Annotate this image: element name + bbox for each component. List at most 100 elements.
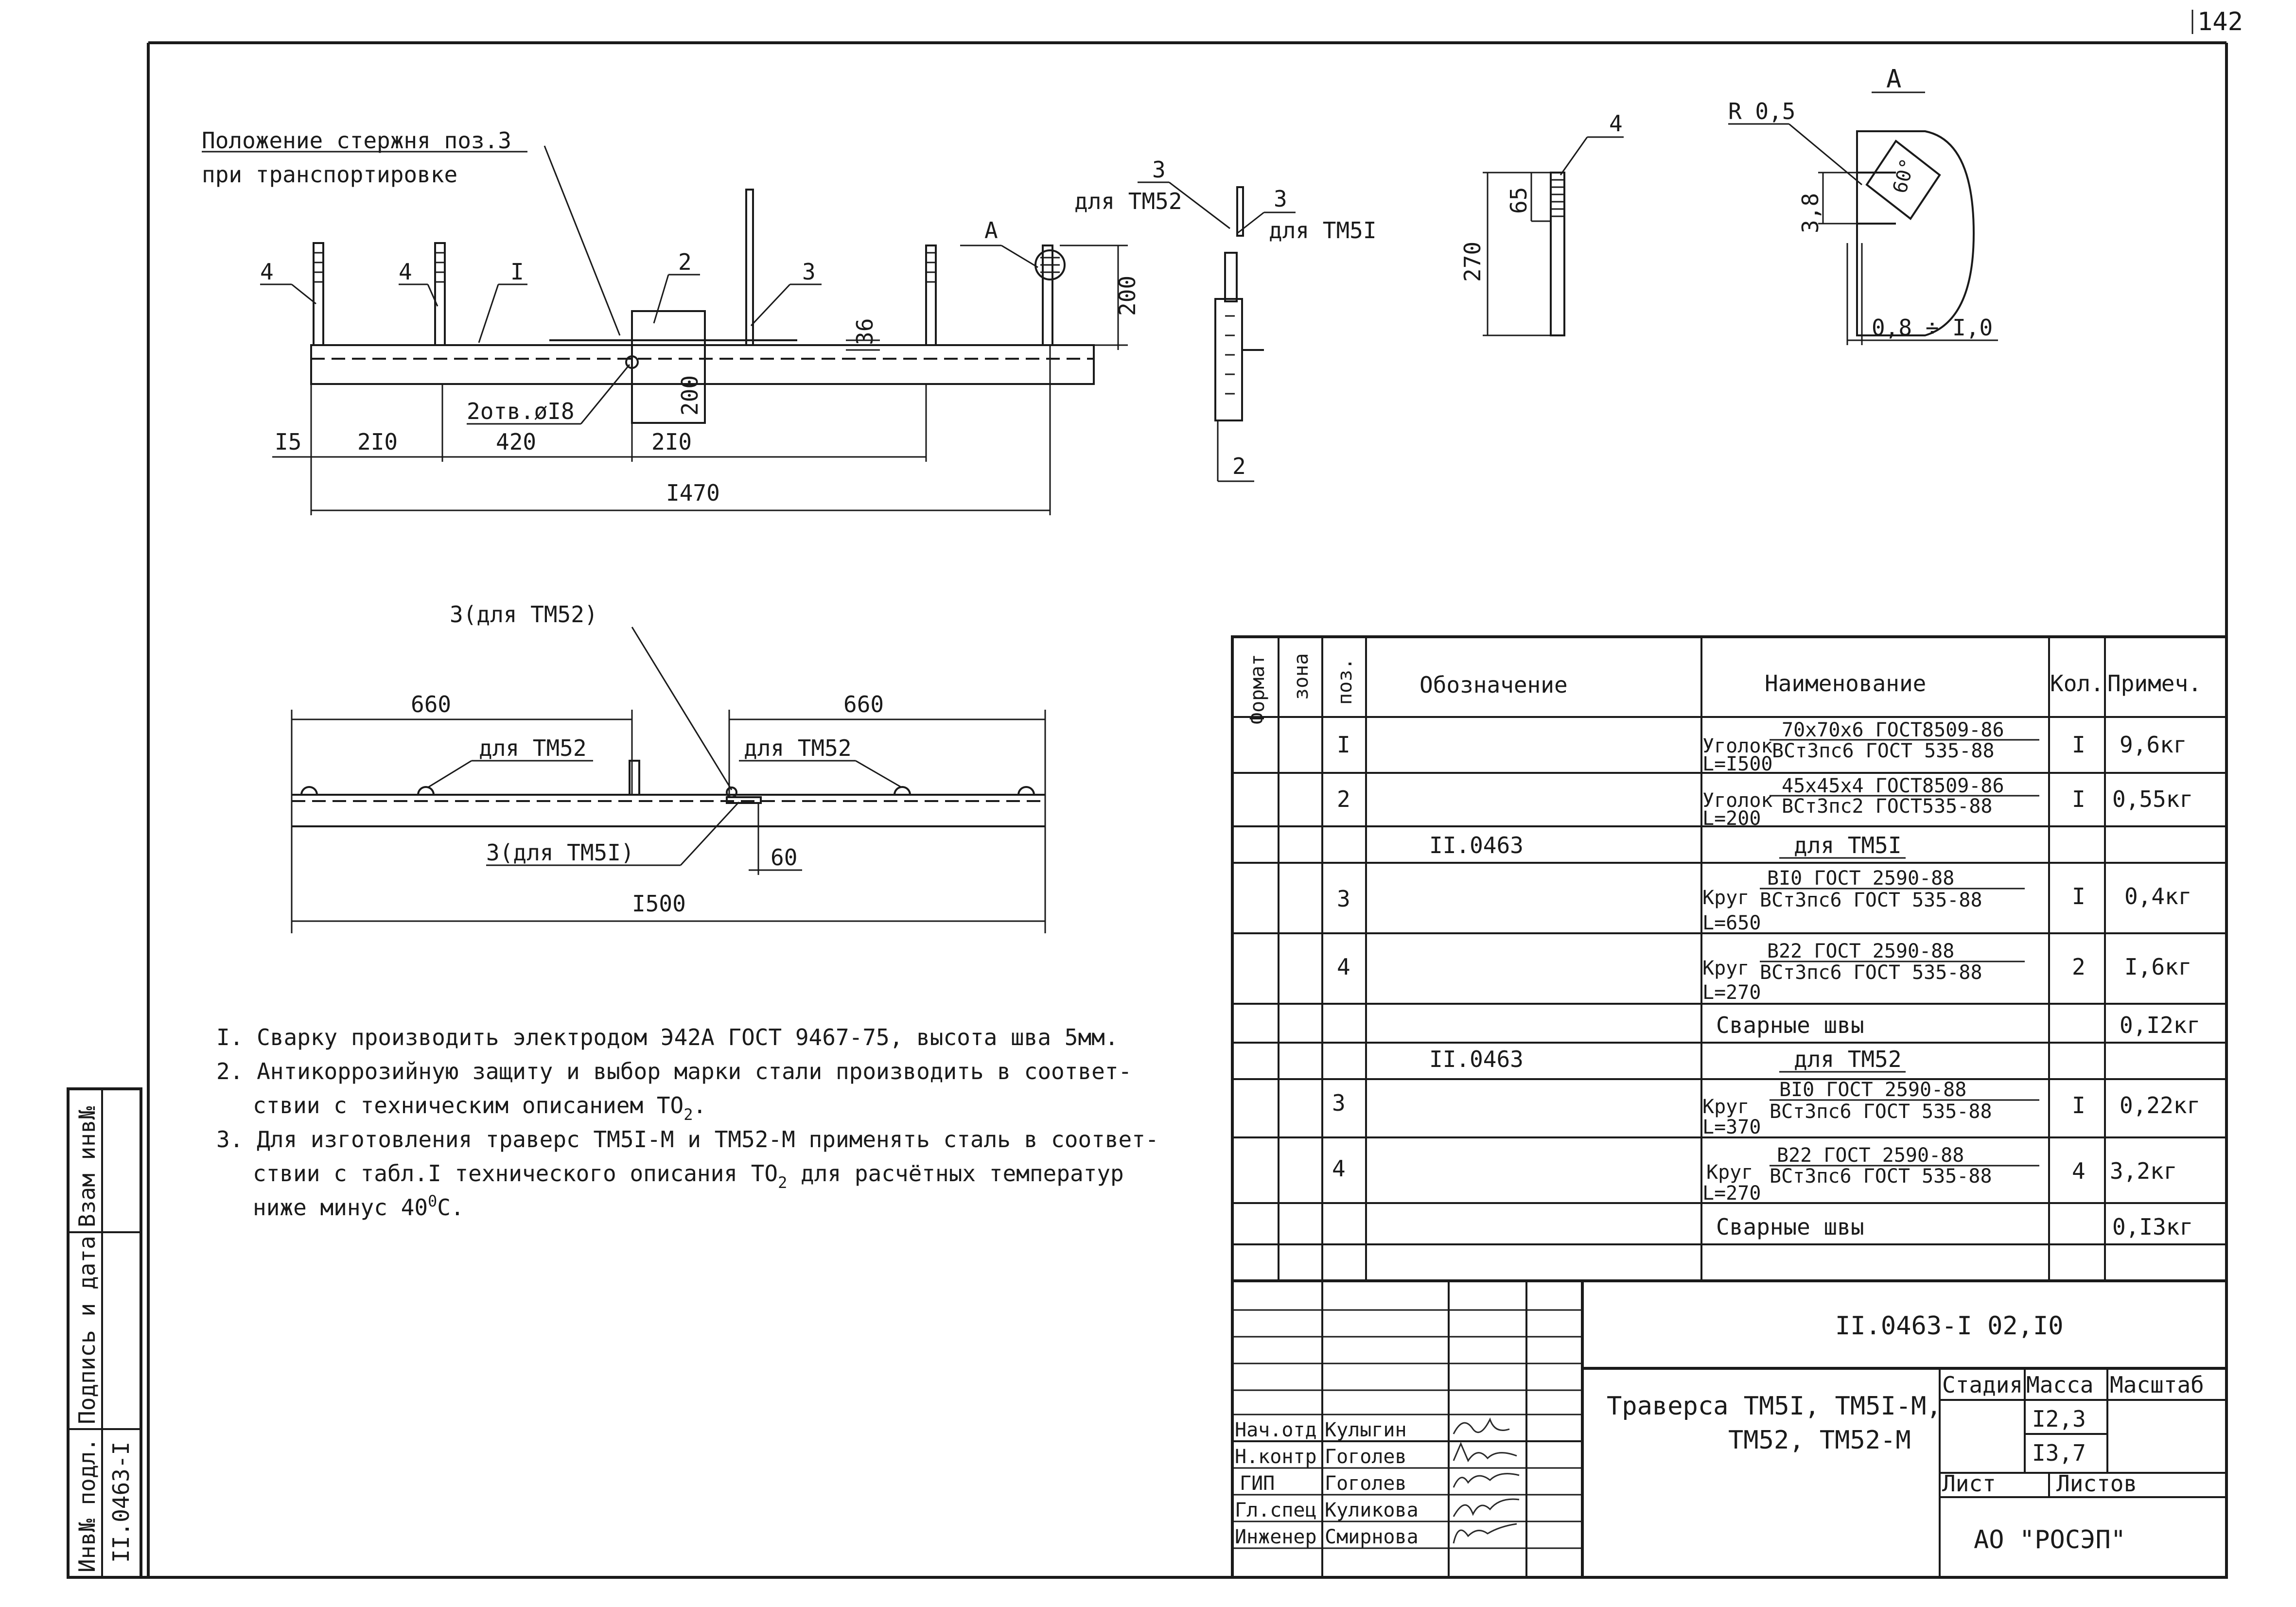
label-sign-date: Подпись и дата [74,1236,100,1424]
row4-item: Круг [1702,887,1749,909]
row3-designation: II.0463 [1429,832,1524,858]
header-zone: зона [1290,653,1313,700]
header-pos: поз. [1334,658,1356,705]
row8-note: 0,22кг [2120,1092,2200,1118]
title-line1: Траверса ТМ5I, ТМ5I-М, [1607,1392,1942,1421]
row1-qty: I [2072,732,2086,758]
header-format: Формат [1246,654,1269,725]
row4-len: L=650 [1702,912,1761,934]
row1-num: 70х70х6 ГОСТ8509-86 [1782,719,2004,741]
note-3: 3. Для изготовления траверс ТМ5I-М и ТМ5… [216,1126,1159,1153]
row4-qty: I [2072,883,2086,909]
row7-designation: II.0463 [1429,1046,1524,1072]
note-2-cont: ствии с техническим описанием ТО [253,1092,684,1118]
label-tm52-right: для ТМ52 [744,735,852,761]
note-3-last: ниже минус 40 [253,1194,428,1221]
dim-660-right: 660 [843,691,884,717]
rod-pos4-right [925,245,937,346]
figure-plan-view: 3(для ТМ52) 660 660 для ТМ52 для ТМ52 3(… [291,601,1046,933]
note-3-end: для расчётных температур [787,1160,1123,1187]
name-2: Гоголев [1325,1446,1407,1468]
label-inv-podl: Инв№ подл. [74,1438,100,1572]
figure-main-assembly: Положение стержня поз.3 при транспортиро… [202,127,1140,515]
row4-num: BI0 ГОСТ 2590-88 [1767,867,1954,890]
rod-pos3-center [745,189,754,346]
dim-270: 270 [1459,242,1486,282]
svg-text:ствии с табл.I технического оп: ствии с табл.I технического описания ТО2… [253,1160,1124,1192]
row1-item: Уголок [1702,735,1773,757]
dim-660-left: 660 [411,691,451,717]
mass-value-2: I3,7 [2032,1440,2086,1466]
row2-pos: 2 [1337,786,1350,812]
inv-value: II.0463-I [108,1442,134,1563]
callout-3-tm52: 3 [1152,157,1166,183]
row9-item: Круг [1706,1161,1753,1184]
role-2: Н.контр [1235,1446,1317,1468]
note-3-cont: ствии с табл.I технического описания ТО [253,1160,778,1187]
row1-note: 9,6кг [2120,732,2187,758]
row2-note: 0,55кг [2112,786,2193,812]
callout-2: 2 [678,249,692,275]
svg-text:ниже минус 400С.: ниже минус 400С. [253,1192,464,1221]
spec-table: Формат зона поз. Обозначение Наименовани… [1231,635,2228,1282]
row10-welds: Сварные швы [1716,1214,1864,1240]
name-3: Гоголев [1325,1472,1407,1495]
role-1: Нач.отд [1235,1419,1317,1441]
row9-num: B22 ГОСТ 2590-88 [1777,1144,1964,1167]
note-3-sub: 2 [778,1173,787,1192]
row6-note: 0,I2кг [2120,1012,2200,1038]
note-rod-position-2: при транспортировке [202,161,457,188]
detail-angle: 60° [1889,156,1919,196]
technical-notes: I. Сварку производить электродом Э42А ГО… [216,1024,1159,1221]
dim-15: I5 [275,429,301,455]
row9-len: L=270 [1702,1182,1761,1205]
detail-radius: R 0,5 [1728,98,1795,124]
rod-pos4-left [313,242,324,346]
note-2-sub: 2 [684,1105,693,1124]
row8-pos: 3 [1332,1090,1346,1116]
label-vzam-inv: Взам инв№ [74,1106,100,1227]
callout-2-side: 2 [1232,453,1246,479]
name-4: Куликова [1325,1499,1419,1521]
role-3: ГИП [1240,1472,1275,1495]
row9-den: ВСт3пс6 ГОСТ 535-88 [1770,1165,1992,1188]
row2-item: Уголок [1702,789,1773,812]
callout-3: 3 [802,259,816,285]
note-1: I. Сварку производить электродом Э42А ГО… [216,1024,1119,1050]
role-4: Гл.спец [1235,1499,1317,1521]
label-for-tm52: для ТМ52 [1074,188,1182,214]
callout-1: I [510,259,524,285]
dim-36: 36 [852,318,878,345]
header-name: Наименование [1765,670,1926,697]
row4-note: 0,4кг [2124,883,2191,909]
row8-den: ВСт3пс6 ГОСТ 535-88 [1770,1100,1992,1123]
note-3-tail: С. [437,1194,464,1221]
role-5: Инженер [1235,1526,1317,1548]
callout-4-left: 4 [260,259,274,285]
rod-end-right [1034,245,1066,346]
label-tm52-left: для ТМ52 [479,735,587,761]
callout-3-tm51: 3 [1274,186,1287,212]
row8-qty: I [2072,1092,2086,1118]
sheets-label: Листов [2056,1470,2137,1497]
title-block: II.0463-I 02,I0 Траверса ТМ5I, ТМ5I-М, Т… [1231,1279,2228,1579]
row5-num: B22 ГОСТ 2590-88 [1767,940,1954,962]
header-designation: Обозначение [1420,672,1568,698]
scale-label: Масштаб [2110,1372,2204,1398]
dim-200-mid: 200 [677,375,703,416]
row5-pos: 4 [1337,954,1350,980]
dim-65: 65 [1506,187,1532,214]
callout-A: A [984,217,998,244]
row6-welds: Сварные швы [1716,1012,1864,1038]
dim-60: 60 [771,844,797,871]
page-number: 142 [2197,7,2243,36]
dim-1470: I470 [666,480,720,506]
name-5: Смирнова [1325,1526,1419,1548]
row5-den: ВСт3пс6 ГОСТ 535-88 [1760,961,1982,984]
row5-item: Круг [1702,957,1749,979]
figure-detail-A: A R 0,5 60° 3,8 0,8 ÷ I,0 [1728,65,1998,345]
row9-pos: 4 [1332,1155,1346,1182]
doc-code: II.0463-I 02,I0 [1835,1311,2064,1341]
mass-value-1: I2,3 [2032,1406,2086,1432]
